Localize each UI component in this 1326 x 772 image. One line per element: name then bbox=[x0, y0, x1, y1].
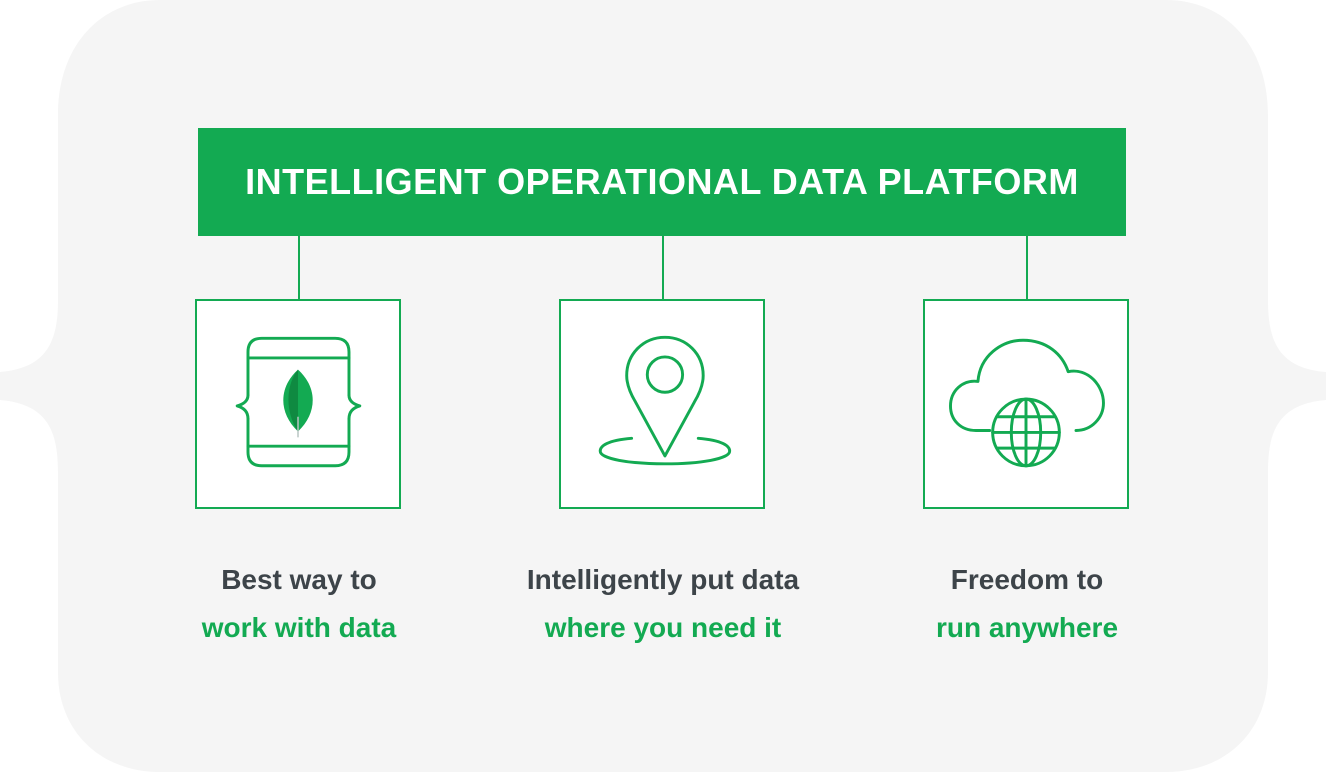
pillar-caption-2-line1: Intelligently put data bbox=[526, 564, 800, 595]
platform-banner: INTELLIGENT OPERATIONAL DATA PLATFORM bbox=[198, 128, 1126, 236]
pillar-caption-1-line1: Best way to bbox=[221, 564, 377, 595]
connector-line-3 bbox=[1026, 236, 1028, 299]
connector-line-2 bbox=[662, 236, 664, 299]
pillar-caption-2-line2: where you need it bbox=[544, 612, 782, 643]
cloud-globe-icon bbox=[949, 338, 1105, 468]
connector-line-1 bbox=[298, 236, 300, 299]
banner-title: INTELLIGENT OPERATIONAL DATA PLATFORM bbox=[245, 161, 1079, 202]
pillar-caption-3-line2: run anywhere bbox=[935, 612, 1119, 643]
pillar-icon-box-1 bbox=[195, 299, 401, 509]
pillar-caption-3: Freedom to run anywhere bbox=[857, 556, 1197, 652]
pillar-caption-1: Best way to work with data bbox=[129, 556, 469, 652]
pillar-caption-1-line2: work with data bbox=[201, 612, 397, 643]
pillar-icon-box-3 bbox=[923, 299, 1129, 509]
pillar-caption-3-line1: Freedom to bbox=[950, 564, 1104, 595]
map-pin-icon bbox=[598, 335, 732, 466]
pillar-caption-2: Intelligently put data where you need it bbox=[493, 556, 833, 652]
pillar-icon-box-2 bbox=[559, 299, 765, 509]
document-leaf-icon bbox=[235, 336, 362, 468]
